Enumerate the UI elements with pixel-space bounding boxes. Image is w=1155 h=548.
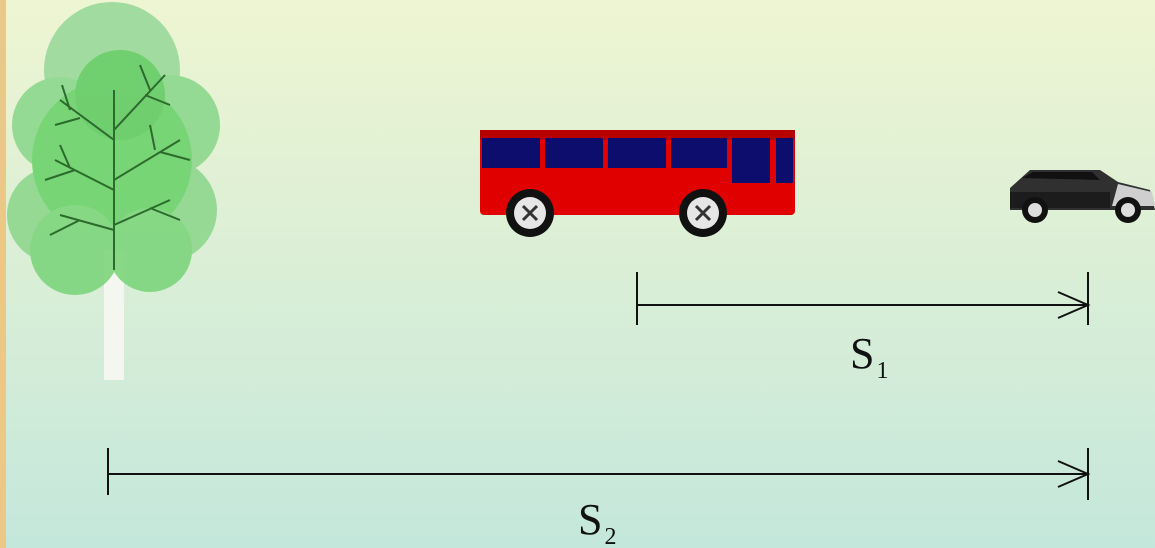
s2-label-sub: 2 — [604, 524, 617, 548]
bus-window — [608, 138, 666, 168]
car-icon — [1010, 170, 1155, 223]
tree-icon — [7, 2, 220, 380]
tree-crown — [7, 2, 220, 295]
tree-branches — [44, 64, 191, 270]
s2-label-main: S — [578, 495, 603, 544]
car-wheel — [1022, 197, 1048, 223]
s1-distance-arrow — [636, 272, 1091, 325]
bus-window — [671, 138, 727, 168]
s2-distance-arrow — [107, 448, 1091, 500]
bus-window — [545, 138, 603, 168]
tree-trunk — [104, 250, 124, 380]
left-border — [0, 0, 6, 548]
bus-window — [482, 138, 540, 168]
bus-wheel — [506, 189, 554, 237]
car-wheel — [1115, 197, 1141, 223]
bus-door — [732, 138, 770, 183]
s2-label: S2 — [578, 498, 616, 548]
bus-icon — [480, 130, 795, 237]
s1-label-main: S — [850, 329, 875, 378]
s1-label-sub: 1 — [876, 358, 889, 384]
s1-label: S1 — [850, 329, 889, 384]
bus-wheel — [679, 189, 727, 237]
bus-windshield — [776, 138, 793, 183]
